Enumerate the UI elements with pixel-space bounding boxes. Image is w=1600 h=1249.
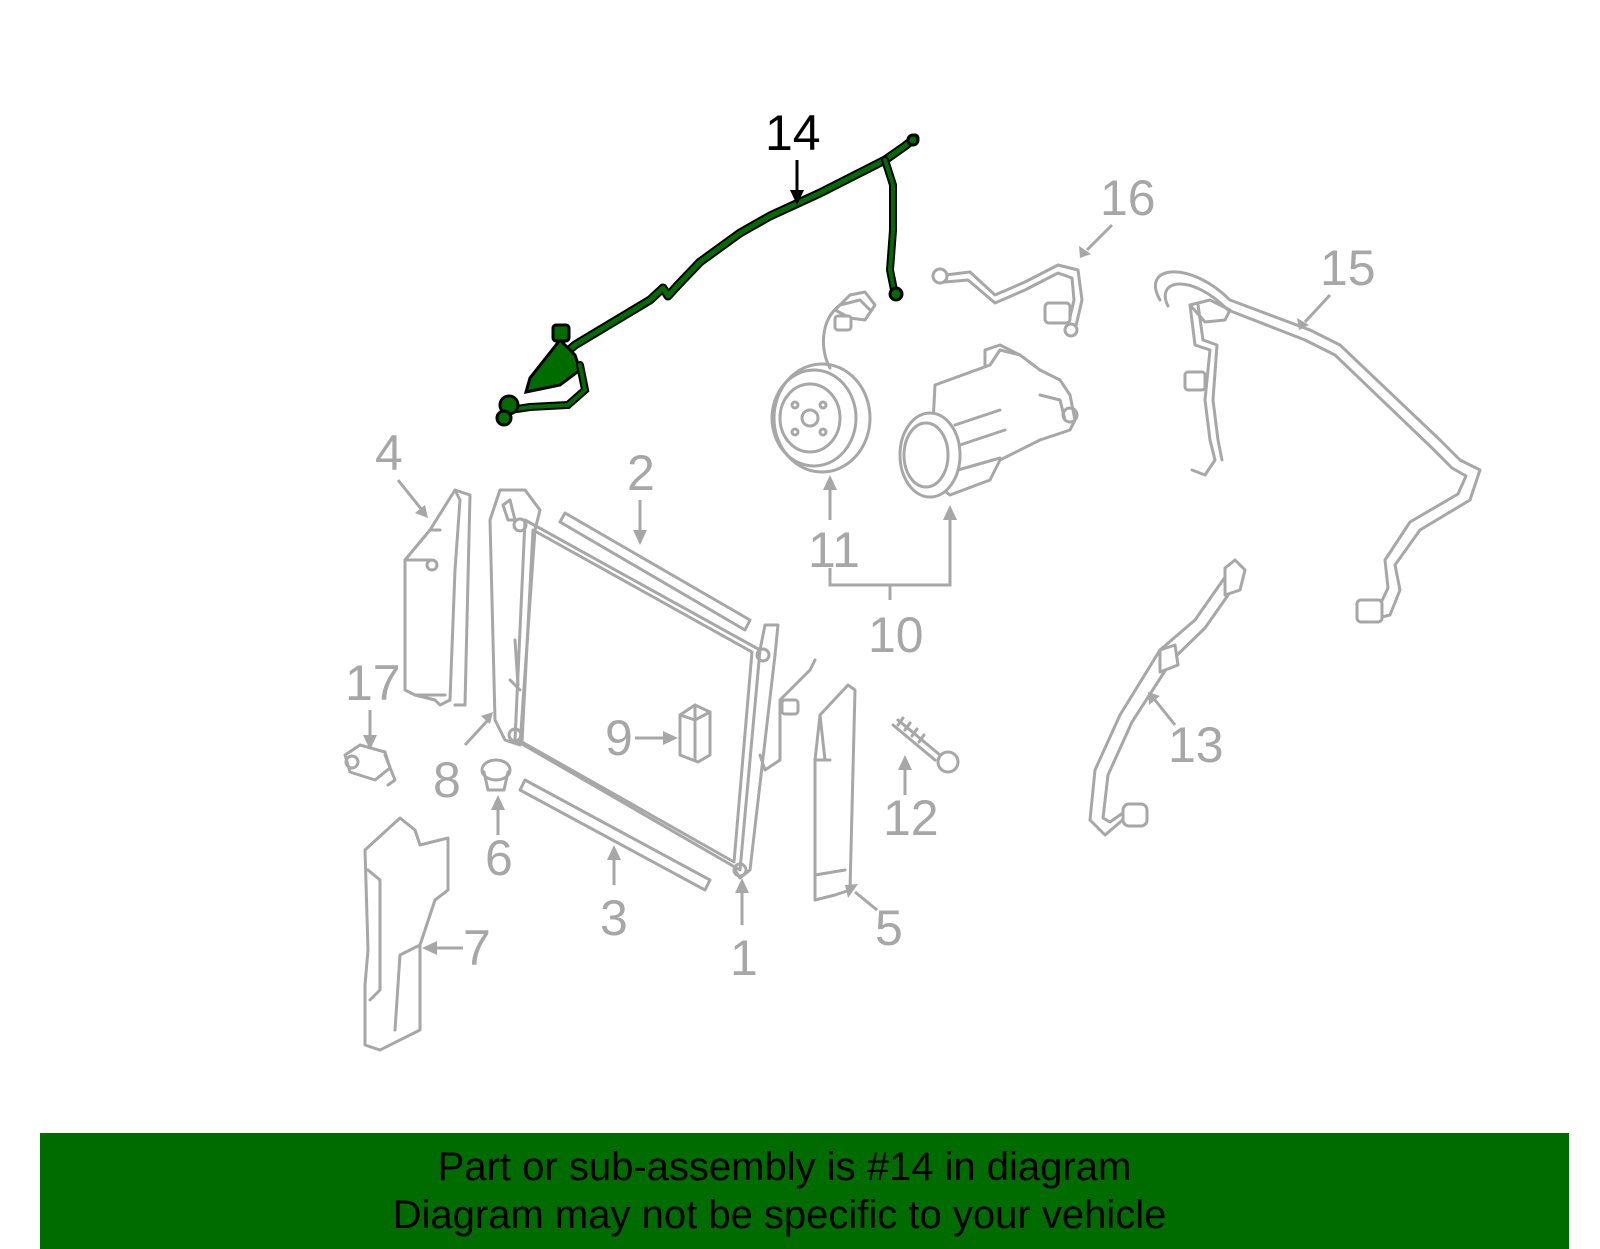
leader-11-arrowhead	[823, 475, 837, 490]
leader-1-arrowhead	[735, 878, 749, 893]
leader-15	[1303, 293, 1332, 324]
part-9-block[interactable]	[678, 703, 712, 764]
callout-1: 1	[730, 930, 758, 986]
part-13-hose[interactable]	[1088, 558, 1247, 837]
part-10-compressor[interactable]	[898, 343, 1079, 499]
callout-6: 6	[485, 830, 513, 886]
callout-7: 7	[463, 920, 491, 976]
callout-9: 9	[605, 710, 633, 766]
callout-3: 3	[600, 890, 628, 946]
part-4-air-guide[interactable]	[403, 488, 472, 707]
leader-15-arrowhead	[1297, 318, 1309, 330]
leader-9-arrowhead	[663, 731, 678, 745]
part-1-condenser[interactable]	[488, 488, 817, 880]
leader-13-arrowhead	[1148, 692, 1160, 705]
part-6-grommet[interactable]	[480, 758, 512, 792]
leader-14-arrowhead	[790, 190, 804, 205]
leader-10-bracket	[828, 515, 952, 600]
leader-17-arrowhead	[363, 735, 377, 750]
banner-line-part-number: Part or sub-assembly is #14 in diagram	[437, 1145, 1132, 1189]
part-2-seal[interactable]	[558, 511, 752, 632]
part-5-air-guide[interactable]	[813, 683, 857, 902]
leader-8	[463, 718, 490, 747]
callout-13: 13	[1168, 717, 1224, 773]
callout-16: 16	[1100, 170, 1156, 226]
part-3-seal[interactable]	[518, 778, 712, 892]
leader-6-arrowhead	[491, 795, 505, 810]
part-15-hose[interactable]	[1153, 270, 1482, 624]
leader-4-arrowhead	[415, 505, 428, 518]
callout-5: 5	[875, 900, 903, 956]
part-7-air-guide[interactable]	[363, 816, 450, 1052]
leader-8-arrowhead	[481, 712, 493, 724]
leader-16-arrowhead	[1079, 246, 1091, 258]
leader-4	[396, 479, 424, 511]
leader-10-arrowhead	[943, 505, 957, 520]
leader-12-arrowhead	[898, 755, 912, 770]
leader-3-arrowhead	[607, 845, 621, 860]
callout-15: 15	[1320, 240, 1376, 296]
banner-line-disclaimer: Diagram may not be specific to your vehi…	[392, 1193, 1167, 1237]
part-11-clutch[interactable]	[770, 290, 877, 474]
callout-4: 4	[375, 425, 403, 481]
callout-2: 2	[627, 445, 655, 501]
callout-17: 17	[345, 655, 401, 711]
leader-7-arrowhead	[422, 941, 437, 955]
callout-14: 14	[765, 105, 821, 161]
leader-13	[1153, 699, 1177, 726]
part-16-hose[interactable]	[931, 263, 1084, 338]
callout-11: 11	[808, 522, 860, 578]
leader-5	[854, 890, 878, 912]
callout-10: 10	[868, 607, 924, 663]
callout-8: 8	[433, 752, 461, 808]
part-14-hose[interactable]	[495, 133, 920, 427]
leader-2-arrowhead	[633, 530, 647, 545]
info-banner: Part or sub-assembly is #14 in diagram D…	[40, 1133, 1569, 1249]
part-12-bolt[interactable]	[891, 716, 960, 774]
part-17-sensor[interactable]	[343, 743, 397, 787]
leader-16	[1085, 223, 1114, 252]
leader-5-arrowhead	[845, 884, 858, 898]
callout-12: 12	[883, 790, 939, 846]
